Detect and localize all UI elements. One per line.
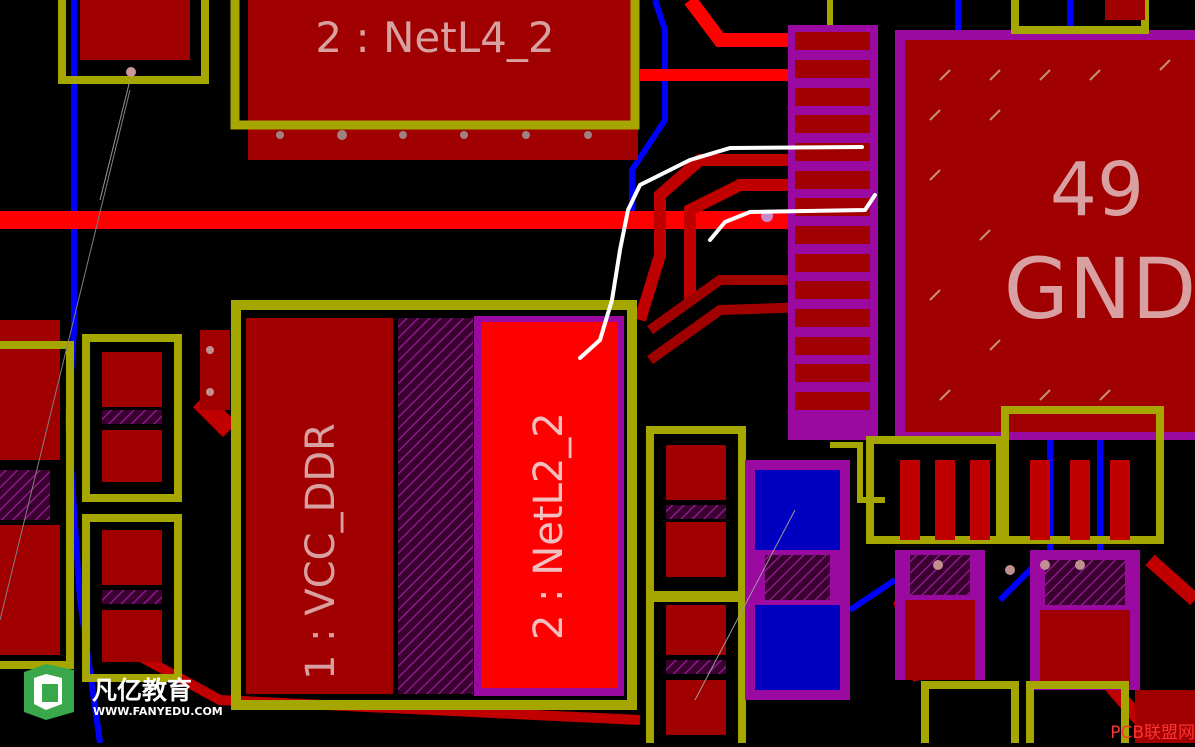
resistor-r1[interactable] <box>82 334 182 502</box>
resistor-r3[interactable] <box>646 426 746 599</box>
component-top-right <box>827 0 1149 34</box>
gnd-pad-number: 49 <box>1050 147 1144 233</box>
capacitor-pad2-label: 2 : NetL2_2 <box>526 412 572 640</box>
capacitor-pad1-label: 1 : VCC_DDR <box>298 423 344 680</box>
gnd-pad-netname: GND <box>1004 240 1195 338</box>
ic-pin-column <box>761 25 878 440</box>
resistor-r4[interactable] <box>646 594 746 747</box>
brand-logo-icon <box>24 664 74 720</box>
brand-watermark: 凡亿教育 WWW.FANYEDU.COM <box>24 664 223 720</box>
resistor-r2[interactable] <box>82 514 182 682</box>
capacitor-footprint[interactable]: 1 : VCC_DDR 2 : NetL2_2 <box>200 300 637 710</box>
component-bottom-right[interactable] <box>866 406 1195 747</box>
gnd-thermal-pad[interactable]: 49 GND <box>895 30 1195 440</box>
bottom-component[interactable] <box>745 442 885 700</box>
hand-drawn-annotation <box>578 145 877 360</box>
ratsnest-lines <box>99 79 796 701</box>
inductor-pad-top[interactable]: 2 : NetL4_2 <box>230 0 640 160</box>
brand-chinese-name: 凡亿教育 <box>92 676 192 705</box>
component-left-edge[interactable] <box>0 89 131 669</box>
site-watermark: PCB联盟网 <box>1110 723 1195 743</box>
top-pad-label: 2 : NetL4_2 <box>315 13 554 62</box>
brand-url: WWW.FANYEDU.COM <box>93 705 223 718</box>
component-top-left[interactable] <box>58 0 209 84</box>
